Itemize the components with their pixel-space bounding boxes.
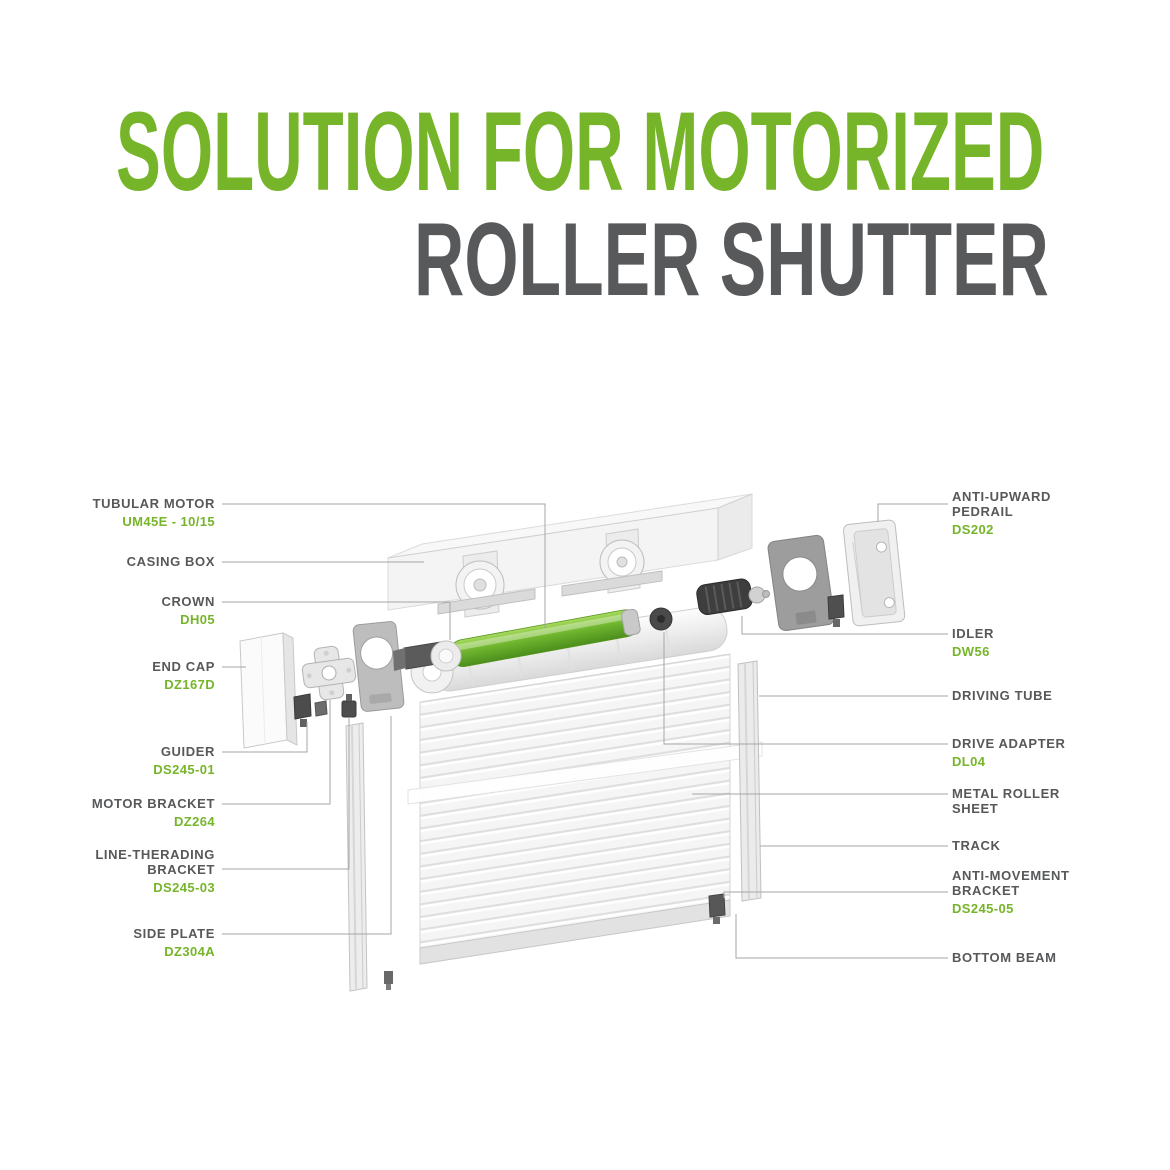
leader-anti-movement-bracket [723, 891, 948, 898]
track-foot-clip [384, 971, 393, 990]
tubular-motor [393, 608, 641, 672]
label-code: DZ264 [173, 814, 215, 829]
label-code: DS245-03 [153, 880, 215, 895]
label-code: UM45E - 10/15 [122, 514, 215, 529]
anti-upward-pedrail [767, 534, 835, 632]
leader-line-threading-bracket [222, 718, 350, 870]
label-motor-bracket: MOTOR BRACKET DZ264 [30, 796, 215, 829]
idler [696, 578, 770, 616]
label-code: DZ167D [164, 677, 215, 692]
label-name: IDLER [952, 626, 994, 641]
left-track [345, 722, 368, 992]
leader-tubular-motor [222, 503, 546, 628]
drive-adapter [649, 607, 673, 631]
label-name: SIDE PLATE [133, 926, 215, 941]
side-plate [352, 621, 405, 712]
label-name: END CAP [152, 659, 215, 674]
label-bottom-beam: BOTTOM BEAM [952, 950, 1142, 965]
label-tubular-motor: TUBULAR MOTOR UM45E - 10/15 [30, 496, 215, 529]
wall-bracket [843, 519, 906, 627]
motor-bracket [301, 645, 357, 701]
label-crown: CROWN DH05 [30, 594, 215, 627]
label-code: DS245-05 [952, 901, 1014, 916]
line-threading-bracket [341, 694, 357, 718]
label-casing-box: CASING BOX [30, 554, 215, 569]
label-name: BOTTOM BEAM [952, 950, 1057, 965]
label-name: LINE-THERADING BRACKET [95, 847, 215, 877]
label-name: METAL ROLLER SHEET [952, 786, 1060, 816]
right-track [737, 660, 762, 902]
label-track: TRACK [952, 838, 1142, 853]
leader-idler [741, 616, 948, 635]
label-code: DS245-01 [153, 762, 215, 777]
label-end-cap: END CAP DZ167D [30, 659, 215, 692]
bottom-beam [419, 899, 731, 965]
label-anti-upward-pedrail: ANTI-UPWARD PEDRAIL DS202 [952, 489, 1052, 537]
casing-bottom-shelf [407, 741, 763, 805]
label-line-threading-bracket: LINE-THERADING BRACKET DS245-03 [85, 847, 215, 895]
bracket-clip [827, 594, 845, 627]
label-side-plate: SIDE PLATE DZ304A [30, 926, 215, 959]
leader-lines [222, 503, 948, 959]
label-name: CROWN [161, 594, 215, 609]
anti-movement-bracket [708, 893, 726, 924]
label-name: DRIVE ADAPTER [952, 736, 1066, 751]
label-name: TUBULAR MOTOR [92, 496, 215, 511]
mounting-rail-right [561, 570, 663, 597]
label-driving-tube: DRIVING TUBE [952, 688, 1142, 703]
label-idler: IDLER DW56 [952, 626, 1142, 659]
label-name: ANTI-MOVEMENT BRACKET [952, 868, 1070, 898]
label-name: DRIVING TUBE [952, 688, 1053, 703]
page-subtitle: ROLLER SHUTTER [414, 202, 1049, 318]
leader-anti-upward-pedrail [877, 503, 948, 522]
label-guider: GUIDER DS245-01 [30, 744, 215, 777]
label-name: ANTI-UPWARD PEDRAIL [952, 489, 1052, 519]
page-title: SOLUTION FOR MOTORIZED [116, 89, 1045, 214]
label-code: DW56 [952, 644, 990, 659]
guider [293, 693, 328, 727]
label-metal-roller-sheet: METAL ROLLER SHEET [952, 786, 1062, 816]
label-anti-movement-bracket: ANTI-MOVEMENT BRACKET DS245-05 [952, 868, 1072, 916]
leader-side-plate [222, 716, 392, 935]
label-name: TRACK [952, 838, 1001, 853]
end-cap [239, 632, 298, 749]
leader-crown [222, 601, 451, 640]
label-drive-adapter: DRIVE ADAPTER DL04 [952, 736, 1142, 769]
crown-wheel-assembly-right [599, 528, 645, 594]
label-name: CASING BOX [126, 554, 215, 569]
leader-motor-bracket [222, 700, 331, 805]
label-code: DH05 [180, 612, 215, 627]
mounting-rail-left [437, 588, 536, 615]
leader-bottom-beam [735, 914, 948, 959]
leader-guider [222, 722, 308, 753]
motor-star-pin [393, 648, 406, 671]
label-code: DS202 [952, 522, 994, 537]
label-name: GUIDER [160, 744, 215, 759]
leader-drive-adapter [663, 632, 948, 745]
label-code: DZ304A [164, 944, 215, 959]
label-code: DL04 [952, 754, 986, 769]
label-name: MOTOR BRACKET [91, 796, 215, 811]
